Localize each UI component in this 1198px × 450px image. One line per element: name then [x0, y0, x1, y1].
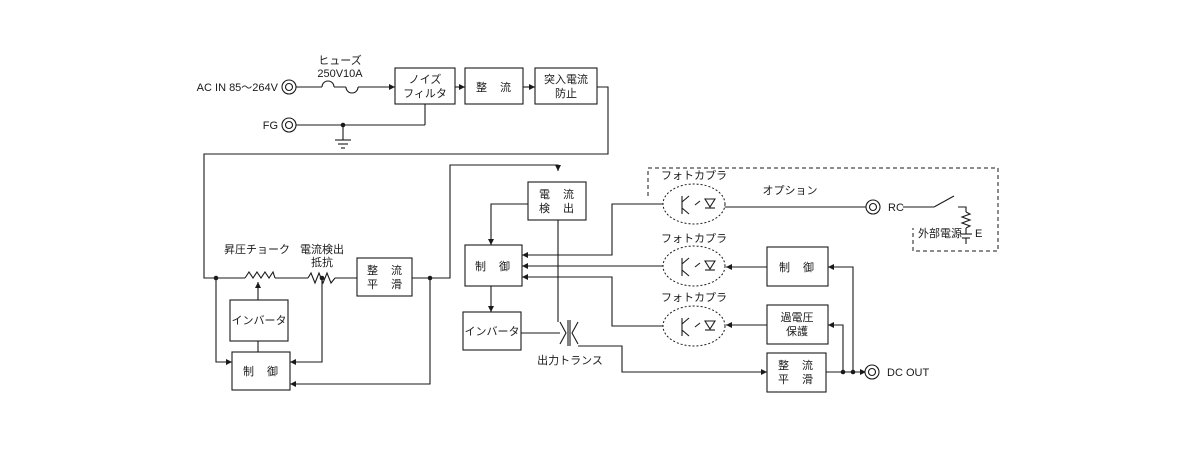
- wires: [203, 80, 972, 385]
- main-inverter-block: インバータ: [462, 311, 522, 351]
- output-smoothing-label-2: 平 滑: [778, 373, 814, 386]
- fg-label: FG: [263, 120, 278, 132]
- inrush-label-2: 防止: [555, 86, 577, 100]
- current-detect-block: 電 流 検 出: [527, 181, 587, 221]
- e-label: E: [975, 228, 982, 240]
- photocoupler-3-label: フォトカプラ: [661, 291, 727, 304]
- photocoupler-1-icon: [662, 183, 726, 225]
- inrush-label-1: 突入電流: [544, 72, 588, 86]
- pfc-smoothing-label-1: 整 流: [367, 263, 403, 277]
- main-inverter-label: インバータ: [465, 325, 520, 338]
- arrowheads: [226, 84, 866, 387]
- current-detect-label-1: 電 流: [539, 187, 575, 201]
- photocoupler-2-label: フォトカプラ: [661, 232, 727, 245]
- option-region: [647, 167, 999, 252]
- ovp-label-2: 保護: [786, 324, 808, 338]
- fg-terminal: [281, 117, 297, 133]
- noise-filter-label-1: ノイズ: [409, 72, 442, 86]
- boost-choke-icon: [244, 270, 276, 279]
- output-transformer-icon: [559, 320, 579, 346]
- dc-out-label: DC OUT: [887, 367, 929, 379]
- rectifier-label: 整 流: [476, 80, 512, 94]
- external-power-label: 外部電源: [918, 226, 962, 240]
- sense-resistor-icon: [307, 271, 336, 285]
- rc-terminal: [865, 199, 881, 215]
- pfc-control-block: 制 御: [231, 351, 291, 391]
- rectifier-block: 整 流: [464, 67, 524, 105]
- noise-filter-label-2: フィルタ: [403, 87, 447, 100]
- pfc-inverter-block: インバータ: [229, 299, 289, 342]
- rc-label: RC: [888, 202, 904, 214]
- photocoupler-3-icon: [662, 305, 726, 347]
- pfc-inverter-label: インバータ: [232, 314, 287, 327]
- fuse-label-2: 250V10A: [317, 68, 363, 80]
- current-detect-label-2: 検 出: [539, 201, 575, 215]
- sense-resistor-label-1: 電流検出: [300, 242, 344, 256]
- free-labels: AC IN 85～264V FG ヒューズ 250V10A 昇圧チョーク 電流検…: [197, 53, 983, 379]
- output-transformer-label: 出力トランス: [537, 353, 603, 367]
- main-control-block: 制 御: [464, 244, 523, 287]
- secondary-control-block: 制 御: [766, 246, 829, 287]
- secondary-control-label: 制 御: [779, 260, 815, 274]
- option-label: オプション: [763, 184, 818, 197]
- ac-in-terminal: [281, 79, 297, 95]
- pfc-smoothing-block: 整 流 平 滑: [356, 257, 413, 297]
- pfc-control-label: 制 御: [243, 364, 279, 378]
- pfc-smoothing-label-2: 平 滑: [367, 278, 403, 291]
- dc-out-terminal: [864, 364, 880, 380]
- inrush-prevention-block: 突入電流 防止: [534, 67, 598, 105]
- noise-filter-block: ノイズ フィルタ: [394, 67, 456, 105]
- overvoltage-protection-block: 過電圧 保護: [766, 304, 829, 345]
- boost-choke-label: 昇圧チョーク: [224, 243, 290, 256]
- ground-icon: [335, 139, 351, 149]
- fuse-label-1: ヒューズ: [318, 53, 361, 67]
- sense-resistor-label-2: 抵抗: [311, 255, 333, 269]
- photocoupler-2-icon: [662, 245, 726, 287]
- photocoupler-1-label: フォトカプラ: [661, 169, 727, 182]
- ovp-label-1: 過電圧: [781, 311, 814, 324]
- output-smoothing-label-1: 整 流: [778, 358, 814, 372]
- ac-in-label: AC IN 85～264V: [197, 82, 279, 94]
- output-smoothing-block: 整 流 平 滑: [766, 352, 827, 393]
- main-control-label: 制 御: [475, 259, 511, 273]
